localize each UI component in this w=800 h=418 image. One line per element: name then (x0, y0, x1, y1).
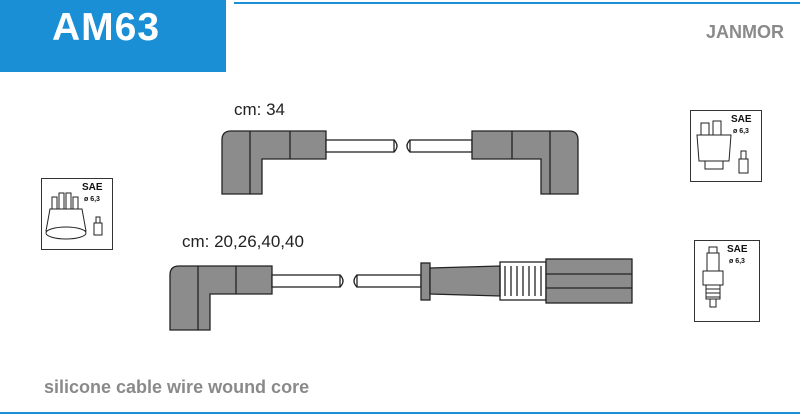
plug-boot-collar (420, 262, 431, 301)
bottom-cable (169, 258, 633, 331)
distributor-terminal-left: SAE ø 6,3 (41, 178, 113, 250)
diameter-label: ø 6,3 (729, 258, 745, 265)
bottom-left-boot (169, 265, 273, 331)
top-left-boot (221, 130, 327, 195)
cable-description: silicone cable wire wound core (44, 377, 310, 397)
top-cable-length: cm: 34 (234, 100, 286, 119)
distributor-cap-icon (45, 192, 103, 240)
sae-label: SAE (727, 244, 748, 255)
top-divider (234, 2, 800, 4)
spark-plug-terminal: SAE ø 6,3 (694, 240, 760, 322)
bottom-divider (0, 412, 800, 414)
part-code: AM63 (52, 6, 161, 49)
plug-boot-cap (545, 258, 633, 304)
bottom-wire-left (271, 274, 341, 288)
sae-label: SAE (82, 182, 103, 193)
distributor-terminal-right: SAE ø 6,3 (690, 110, 762, 182)
bottom-cable-length: cm: 20,26,40,40 (182, 232, 304, 251)
brand-name: JANMOR (705, 22, 784, 42)
part-code-banner: AM63 (0, 0, 226, 72)
spark-plug-icon (702, 246, 724, 308)
top-right-boot (471, 130, 579, 195)
distributor-cap-side-icon (696, 120, 749, 174)
diameter-label: ø 6,3 (84, 196, 100, 203)
bottom-wire-right (356, 274, 422, 288)
plug-boot-body (429, 265, 501, 297)
top-cable (221, 130, 579, 195)
diameter-label: ø 6,3 (733, 128, 749, 135)
top-wire-left (325, 139, 395, 153)
top-wire-right (409, 139, 473, 153)
sae-label: SAE (731, 114, 752, 125)
